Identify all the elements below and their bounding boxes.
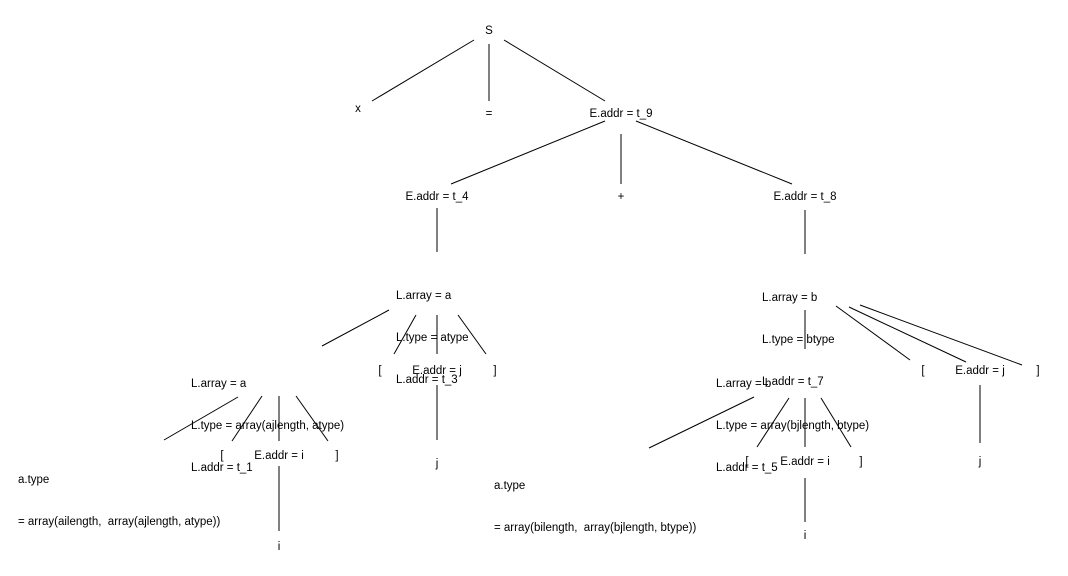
node-e-addr-i-2: E.addr = i xyxy=(780,455,830,469)
node-right-bracket-2-label: ] xyxy=(1036,365,1040,377)
node-i-2-label: i xyxy=(803,530,807,542)
node-j-2: j xyxy=(979,455,982,469)
node-l7-line-3: L.addr = t_7 xyxy=(762,376,824,388)
node-i-1-label: i xyxy=(277,541,281,553)
node-b-type: a.type = array(bilength, array(bjlength,… xyxy=(494,451,696,549)
node-j-1-label: j xyxy=(435,458,439,470)
node-left-bracket-3: [ xyxy=(220,449,223,463)
node-e-addr-j-2-label: E.addr = j xyxy=(955,365,1005,377)
node-plus-label: + xyxy=(617,191,625,203)
node-right-bracket-3-label: ] xyxy=(335,450,339,462)
node-l3-line-1: L.array = a xyxy=(396,290,452,302)
node-l7-line-2: L.type = btype xyxy=(762,334,835,346)
node-e-addr-i-1: E.addr = i xyxy=(254,449,304,463)
node-l-array-a-t3: L.array = a L.type = atype L.addr = t_3 xyxy=(396,261,469,401)
node-l-array-b-t7: L.array = b L.type = btype L.addr = t_7 xyxy=(762,263,835,403)
edge-l1-lb3 xyxy=(231,395,263,442)
node-left-bracket-2: [ xyxy=(921,364,924,378)
node-right-bracket-4: ] xyxy=(859,455,862,469)
node-e-addr-j-1: E.addr = j xyxy=(412,364,462,378)
node-e-addr-t9-label: E.addr = t_9 xyxy=(589,108,653,120)
edge-l5-lb4 xyxy=(756,397,790,448)
edge-l3-rb1 xyxy=(457,314,487,355)
node-l1-line-3: L.addr = t_1 xyxy=(191,462,253,474)
node-l5-line-1: L.array = b xyxy=(716,378,772,390)
edge-l1-atype xyxy=(163,396,239,441)
edge-e9-e8 xyxy=(635,120,793,185)
node-left-bracket-4-label: [ xyxy=(745,456,749,468)
node-x-label: x xyxy=(355,103,361,115)
node-e-addr-i-2-label: E.addr = i xyxy=(780,456,830,468)
node-e-addr-j-2: E.addr = j xyxy=(955,364,1005,378)
node-i-2: i xyxy=(804,529,807,543)
node-left-bracket-2-label: [ xyxy=(921,365,925,377)
node-equals-label: = xyxy=(485,108,493,120)
edge-l5-btype xyxy=(648,396,755,449)
node-equals: = xyxy=(486,107,493,121)
node-a-type-line-2: = array(ailength, array(ajlength, atype)… xyxy=(18,516,221,528)
node-right-bracket-3: ] xyxy=(335,449,338,463)
node-left-bracket-1: [ xyxy=(378,364,381,378)
node-l1-line-2: L.type = array(ajlength, atype) xyxy=(191,420,345,432)
node-l3-line-2: L.type = atype xyxy=(396,332,469,344)
edge-l7-rb2 xyxy=(859,304,1023,366)
node-e-addr-t4-label: E.addr = t_4 xyxy=(405,191,469,203)
node-a-type-line-1: a.type xyxy=(18,474,50,486)
node-s-label: S xyxy=(485,25,493,37)
edge-l7-ej2 xyxy=(848,306,967,363)
node-right-bracket-1-label: ] xyxy=(493,365,497,377)
node-x: x xyxy=(355,102,361,116)
node-l5-line-2: L.type = array(bjlength, btype) xyxy=(716,420,870,432)
node-right-bracket-1: ] xyxy=(493,364,496,378)
node-j-1: j xyxy=(436,457,439,471)
node-b-type-line-2: = array(bilength, array(bjlength, btype)… xyxy=(494,522,697,534)
edge-l1-rb3 xyxy=(295,395,329,442)
node-s: S xyxy=(485,24,493,38)
node-e-addr-j-1-label: E.addr = j xyxy=(412,365,462,377)
node-plus: + xyxy=(618,190,625,204)
node-e-addr-t8-label: E.addr = t_8 xyxy=(773,191,837,203)
edge-l3-l1 xyxy=(321,309,390,347)
node-l5-line-3: L.addr = t_5 xyxy=(716,462,778,474)
node-j-2-label: j xyxy=(978,456,982,468)
edge-l5-rb4 xyxy=(820,397,852,448)
node-right-bracket-4-label: ] xyxy=(859,456,863,468)
node-right-bracket-2: ] xyxy=(1036,364,1039,378)
node-l3-line-3: L.addr = t_3 xyxy=(396,374,458,386)
node-e-addr-t9: E.addr = t_9 xyxy=(590,107,653,121)
edge-s-e9 xyxy=(503,39,606,102)
node-a-type: a.type = array(ailength, array(ajlength,… xyxy=(18,445,220,543)
node-left-bracket-4: [ xyxy=(745,455,748,469)
edge-e9-e4 xyxy=(450,120,606,185)
node-l7-line-1: L.array = b xyxy=(762,292,818,304)
node-i-1: i xyxy=(278,540,281,554)
node-left-bracket-3-label: [ xyxy=(220,450,224,462)
edge-l3-lb1 xyxy=(393,314,417,355)
node-l-array-a-t1: L.array = a L.type = array(ajlength, aty… xyxy=(191,349,344,489)
node-l-array-b-t5: L.array = b L.type = array(bjlength, bty… xyxy=(716,349,869,489)
node-e-addr-i-1-label: E.addr = i xyxy=(254,450,304,462)
edge-s-x xyxy=(371,39,475,102)
node-e-addr-t8: E.addr = t_8 xyxy=(774,190,837,204)
node-l1-line-1: L.array = a xyxy=(191,378,247,390)
edge-l7-lb2 xyxy=(835,305,911,361)
node-b-type-line-1: a.type xyxy=(494,480,526,492)
node-e-addr-t4: E.addr = t_4 xyxy=(406,190,469,204)
node-left-bracket-1-label: [ xyxy=(378,365,382,377)
